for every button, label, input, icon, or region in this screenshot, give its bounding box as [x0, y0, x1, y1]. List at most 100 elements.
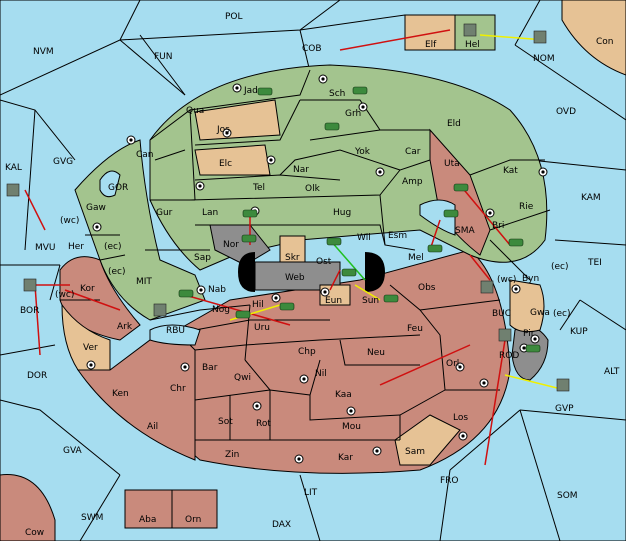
- supply-center-dot-12: [199, 288, 203, 292]
- label-nil: Nil: [315, 369, 327, 379]
- army-unit-15[interactable]: [427, 244, 443, 253]
- label-ver: Ver: [83, 343, 98, 353]
- label-rie: Rie: [519, 202, 534, 212]
- label-wc2: (wc): [55, 290, 74, 300]
- army-unit-9[interactable]: [279, 302, 295, 311]
- label-bri: Bri: [492, 221, 504, 231]
- fleet-unit-2[interactable]: [23, 278, 37, 292]
- label-feu: Feu: [407, 324, 423, 334]
- region-elf[interactable]: [404, 14, 456, 51]
- label-kal: KAL: [5, 163, 22, 173]
- fleet-unit-5[interactable]: [498, 328, 512, 342]
- army-unit-5[interactable]: [241, 234, 257, 243]
- label-som: SOM: [557, 491, 578, 501]
- supply-center-dot-17: [302, 377, 306, 381]
- region-orn[interactable]: [171, 489, 218, 529]
- supply-center-dot-14: [323, 290, 327, 294]
- fleet-unit-0[interactable]: [533, 30, 547, 44]
- supply-center-dot-23: [461, 434, 465, 438]
- label-orn: Orn: [185, 515, 201, 525]
- army-unit-3[interactable]: [453, 183, 469, 192]
- army-unit-6[interactable]: [326, 237, 342, 246]
- supply-center-dot-16: [183, 365, 187, 369]
- label-neu: Neu: [367, 348, 385, 358]
- label-uru: Uru: [254, 323, 270, 333]
- label-mit: MIT: [136, 277, 152, 287]
- army-unit-14[interactable]: [443, 209, 459, 218]
- fleet-unit-1[interactable]: [6, 183, 20, 197]
- label-nab: Nab: [208, 285, 226, 295]
- army-unit-4[interactable]: [242, 209, 258, 218]
- region-gwa[interactable]: [509, 279, 545, 333]
- label-kor: Kor: [80, 284, 95, 294]
- label-bor: BOR: [20, 306, 39, 316]
- region-sma[interactable]: [419, 199, 456, 236]
- label-nar: Nar: [293, 165, 309, 175]
- region-rbu[interactable]: [149, 324, 201, 346]
- label-rod: ROD: [499, 351, 519, 361]
- label-sma: SMA: [455, 226, 475, 236]
- label-wc1: (wc): [60, 216, 79, 226]
- label-elc: Elc: [219, 159, 232, 169]
- supply-center-dot-27: [458, 365, 462, 369]
- fleet-unit-3[interactable]: [153, 303, 167, 317]
- label-kaa: Kaa: [335, 390, 352, 400]
- supply-center-dot-4: [129, 138, 133, 142]
- supply-center-dot-10: [95, 225, 99, 229]
- label-aba: Aba: [139, 515, 156, 525]
- region-sam[interactable]: [394, 414, 461, 466]
- label-qua: Qua: [186, 106, 204, 116]
- region-gor[interactable]: [99, 170, 121, 198]
- army-unit-1[interactable]: [352, 86, 368, 95]
- army-unit-8[interactable]: [178, 289, 194, 298]
- label-tei: TEI: [587, 258, 602, 268]
- supply-center-dot-11: [488, 211, 492, 215]
- army-unit-12[interactable]: [508, 238, 524, 247]
- supply-center-dot-20: [297, 457, 301, 461]
- label-kat: Kat: [503, 166, 518, 176]
- region-elc[interactable]: [194, 144, 271, 176]
- army-unit-0[interactable]: [257, 87, 273, 96]
- label-ec4: (ec): [553, 309, 571, 319]
- label-gaw: Gaw: [86, 203, 106, 213]
- fleet-unit-4[interactable]: [480, 280, 494, 294]
- label-nom: NOM: [533, 54, 555, 64]
- supply-center-dot-5: [378, 170, 382, 174]
- label-web: Web: [285, 273, 305, 283]
- label-eld: Eld: [447, 119, 461, 129]
- label-esm: Esm: [388, 231, 407, 241]
- label-ec3: (ec): [551, 262, 569, 272]
- label-her: Her: [68, 242, 84, 252]
- army-unit-10[interactable]: [235, 310, 251, 319]
- label-olk: Olk: [305, 184, 321, 194]
- label-fun: FUN: [154, 52, 173, 62]
- label-mou: Mou: [342, 422, 361, 432]
- supply-center-dot-25: [522, 346, 526, 350]
- label-obs: Obs: [418, 283, 436, 293]
- label-gwa: Gwa: [530, 308, 550, 318]
- label-cob: COB: [302, 44, 322, 54]
- label-nor: Nor: [223, 240, 239, 250]
- region-aba[interactable]: [124, 489, 173, 529]
- army-unit-7[interactable]: [341, 268, 357, 277]
- supply-center-dot-24: [514, 287, 518, 291]
- label-mvu: MVU: [35, 243, 56, 253]
- region-cow[interactable]: [0, 474, 56, 541]
- army-unit-11[interactable]: [383, 294, 399, 303]
- label-wc3: (wc): [497, 275, 516, 285]
- supply-center-dot-2: [225, 131, 229, 135]
- label-lan: Lan: [202, 208, 218, 218]
- supply-center-dot-21: [375, 449, 379, 453]
- label-gor: GOR: [108, 183, 128, 193]
- supply-center-dot-19: [349, 409, 353, 413]
- supply-center-dot-13: [274, 296, 278, 300]
- label-gur: Gur: [156, 208, 173, 218]
- fleet-unit-7[interactable]: [463, 23, 477, 37]
- label-ec2: (ec): [108, 267, 126, 277]
- region-jos[interactable]: [194, 99, 281, 141]
- fleet-unit-6[interactable]: [556, 378, 570, 392]
- army-unit-2[interactable]: [324, 122, 340, 131]
- army-unit-13[interactable]: [525, 344, 541, 353]
